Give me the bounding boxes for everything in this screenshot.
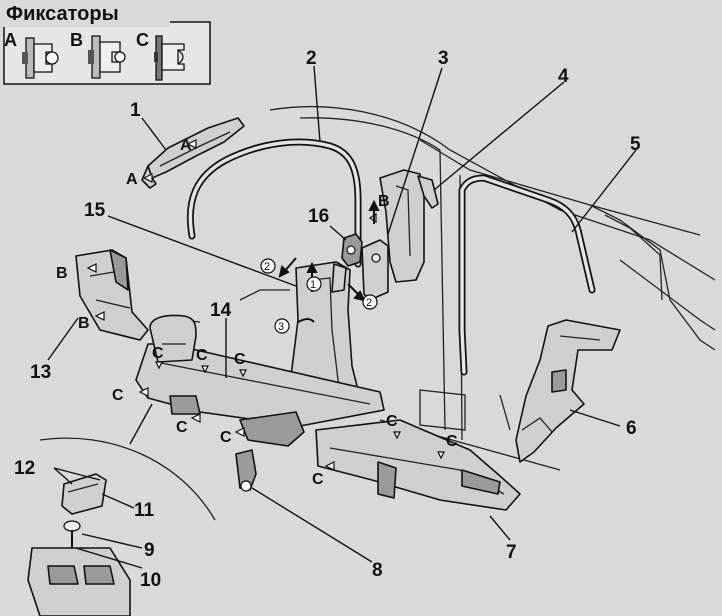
callout-2: 2	[306, 48, 317, 69]
part-11-cover	[61, 473, 107, 515]
callout-3: 3	[438, 48, 449, 69]
clip-letters: A A B B B C C C C C C C C C	[56, 137, 458, 488]
clip-markers	[86, 139, 445, 471]
clip-a-icon	[22, 37, 59, 79]
callout-14: 14	[210, 300, 232, 321]
step-marks: 2 1 2 3	[260, 258, 378, 334]
clip-letter: C	[234, 351, 246, 368]
part-14-front-scuff-plate	[135, 314, 385, 447]
part-7-rear-scuff-plate	[315, 419, 521, 511]
clip-letter: C	[196, 347, 208, 364]
leader-lines	[47, 65, 637, 569]
clip-legend: Фиксаторы A B C	[0, 0, 211, 85]
part-callouts: 1 2 3 4 5 6 7 8 9 10 11 12 13 14 15 16	[14, 48, 641, 591]
legend-letter-b: B	[70, 30, 83, 50]
part-10-inset	[27, 547, 131, 616]
step-mark: 3	[278, 321, 284, 333]
part-2-roof-weatherstrip	[186, 138, 362, 268]
clip-c-icon	[154, 35, 185, 81]
callout-1: 1	[130, 100, 141, 121]
callout-10: 10	[140, 570, 161, 591]
callout-16: 16	[308, 206, 329, 227]
clip-letter: C	[112, 387, 124, 404]
clip-letter: B	[378, 193, 390, 210]
part-8-bolt	[235, 449, 257, 492]
part-5-door-weatherstrip	[458, 174, 596, 376]
callout-8: 8	[372, 560, 383, 581]
part-6-rear-quarter-trim	[515, 319, 621, 463]
clip-letter: B	[56, 265, 68, 282]
step-mark: 1	[310, 279, 316, 291]
part-4-center-pillar-upper-trim	[379, 169, 439, 283]
callout-12: 12	[14, 458, 35, 479]
callout-7: 7	[506, 542, 517, 563]
clip-letter: C	[312, 471, 324, 488]
callout-11: 11	[134, 500, 155, 521]
callout-6: 6	[626, 418, 637, 439]
clip-letter: C	[176, 419, 188, 436]
clip-letter: B	[78, 315, 90, 332]
part-3-anchor-cover	[361, 239, 389, 301]
legend-title: Фиксаторы	[6, 3, 119, 25]
callout-13: 13	[30, 362, 51, 383]
part-9-screw	[63, 520, 81, 548]
clip-letter: A	[180, 137, 192, 154]
part-16-belt-guide	[341, 233, 363, 267]
part-1-front-pillar-trim	[141, 117, 245, 189]
clip-letter: C	[446, 433, 458, 450]
part-13-kick-panel	[75, 249, 149, 341]
callout-15: 15	[84, 200, 106, 221]
callout-5: 5	[630, 134, 641, 155]
callout-9: 9	[144, 540, 155, 561]
clip-letter: C	[152, 345, 164, 362]
clip-letter: A	[126, 171, 138, 188]
legend-letter-c: C	[136, 30, 149, 50]
clip-letter: C	[220, 429, 232, 446]
clip-letter: C	[386, 413, 398, 430]
step-mark: 2	[264, 261, 270, 273]
clip-b-icon	[88, 35, 126, 79]
step-mark: 2	[366, 297, 372, 309]
legend-letter-a: A	[4, 30, 17, 50]
callout-4: 4	[558, 66, 569, 87]
